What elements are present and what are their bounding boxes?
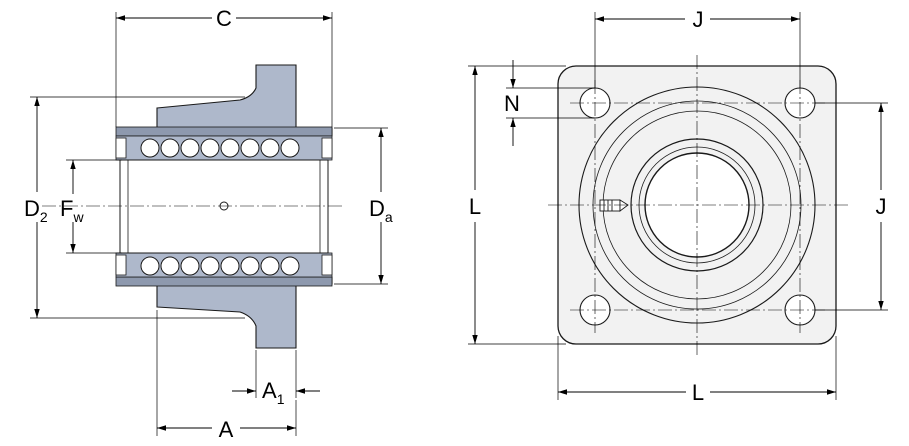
label-j-top: J — [693, 7, 704, 32]
label-l-horizontal: L — [692, 380, 704, 405]
label-a: A — [219, 417, 234, 442]
label-j-right: J — [876, 194, 887, 219]
label-da: D — [369, 196, 385, 221]
dimension-l-vertical: L — [468, 65, 566, 345]
label-fw: F — [60, 196, 73, 221]
dimension-d2: D2 — [24, 96, 245, 319]
label-l-vertical: L — [469, 194, 481, 219]
svg-text:Fw: Fw — [60, 196, 84, 225]
label-a1: A — [262, 378, 277, 403]
front-view — [548, 55, 848, 355]
dimension-a: A — [156, 310, 297, 442]
dimension-j-right: J — [815, 102, 888, 311]
svg-text:Da: Da — [369, 196, 393, 225]
label-n: N — [504, 91, 520, 116]
svg-text:D2: D2 — [24, 196, 48, 225]
outer-ring-bottom — [115, 276, 333, 287]
label-d2: D — [24, 196, 40, 221]
dimension-j-top: J — [594, 7, 801, 88]
shaft-bore — [119, 159, 329, 254]
label-c: C — [216, 6, 232, 31]
dimension-fw: Fw — [60, 159, 122, 254]
balls-bottom — [140, 256, 300, 276]
balls-top — [140, 138, 300, 158]
housing-bottom — [156, 276, 333, 349]
svg-text:A1: A1 — [262, 378, 285, 407]
housing-top — [156, 64, 333, 137]
dimension-n: N — [504, 60, 595, 146]
dimension-l-horizontal: L — [557, 336, 837, 405]
section-view — [42, 64, 345, 349]
outer-ring-top — [115, 126, 333, 137]
dimension-a1: A1 — [232, 350, 320, 407]
dimension-da: Da — [334, 127, 393, 285]
grease-fitting — [599, 199, 629, 212]
dimension-c: C — [115, 6, 333, 127]
